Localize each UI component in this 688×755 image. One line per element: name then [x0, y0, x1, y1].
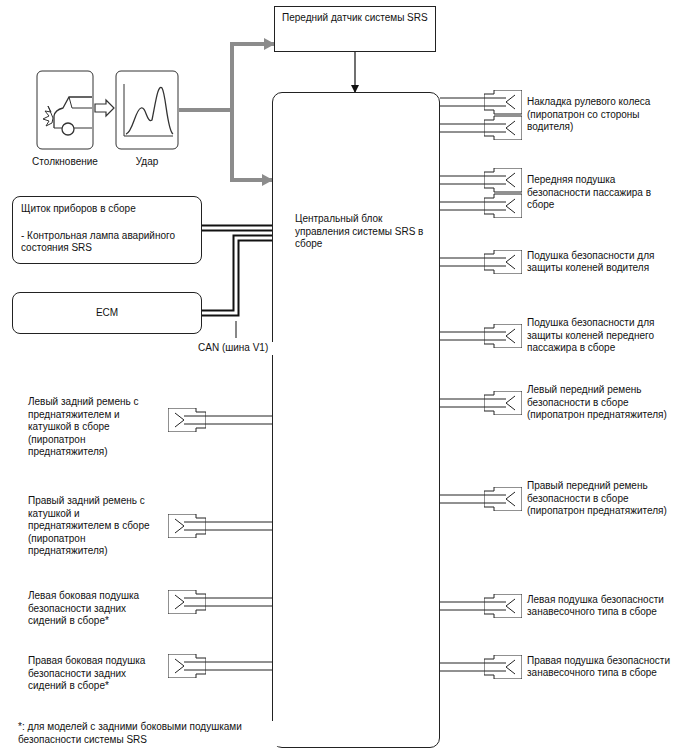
box-title: Центральный блок управления системы SRS … [295, 213, 425, 251]
impact-graph [115, 70, 179, 150]
module-label: Правая боковая подушка безопасности задн… [28, 655, 160, 693]
squib-wires [440, 258, 484, 266]
module-label: Левый передний ремень безопасности в сбо… [527, 384, 681, 422]
control-unit: Центральный блок управления системы SRS … [272, 92, 440, 748]
component-box: Щиток приборов в сборе - Контрольная ламп… [12, 196, 202, 264]
step-caption: Удар [110, 156, 184, 169]
module-label: Подушка безопасности для защиты коленей … [527, 250, 681, 275]
module-label: Правый задний ремень с катушкой и предна… [28, 495, 160, 558]
squib-wires [440, 98, 484, 132]
squib-connector [168, 514, 206, 538]
squib-wires [440, 176, 484, 210]
airbag-module: Правый задний ремень с катушкой и предна… [28, 495, 208, 558]
module-label: Левый задний ремень с преднатяжителем и … [28, 396, 160, 459]
squib-wires [440, 332, 484, 340]
box-note: - Контрольная лампа аварийного состояния… [21, 230, 193, 255]
airbag-module: Левая подушка безопасности занавесочного… [484, 594, 684, 619]
squib-wires [206, 522, 272, 530]
bus-label: CAN (шина V1) [198, 342, 298, 355]
sensor-arrow [355, 52, 356, 92]
squib-connector [484, 90, 522, 140]
squib-wires [440, 495, 484, 503]
footnote: *: для моделей с задними боковыми подушк… [18, 721, 280, 746]
step-caption: Столкновение [28, 156, 102, 169]
component-box: ECM [12, 292, 202, 334]
module-label: Подушка безопасности для защиты коленей … [527, 317, 681, 355]
module-label: Накладка рулевого колеса (пиропатрон со … [527, 96, 681, 134]
squib-connector [168, 654, 206, 678]
airbag-module: Левый задний ремень с преднатяжителем и … [28, 396, 208, 459]
leader-line [236, 321, 237, 338]
squib-connector [484, 487, 522, 511]
airbag-module: Левый передний ремень безопасности в сбо… [484, 384, 684, 422]
airbag-module: Правая подушка безопасности занавесочног… [484, 655, 684, 680]
squib-connector [484, 655, 522, 679]
module-label: Правый передний ремень безопасности в сб… [527, 480, 681, 518]
airbag-module: Правая боковая подушка безопасности задн… [28, 655, 208, 693]
can-bus [202, 238, 272, 313]
squib-wires [206, 416, 272, 424]
squib-connector [484, 594, 522, 618]
illustrated-step: Удар [110, 70, 184, 169]
box-title: Передний датчик системы SRS [282, 12, 428, 25]
box-title: ECM [96, 307, 118, 320]
squib-connector [484, 391, 522, 415]
squib-connector [484, 168, 522, 218]
squib-connector [484, 250, 522, 274]
airbag-module: Подушка безопасности для защиты коленей … [484, 250, 684, 275]
squib-connector [168, 408, 206, 432]
module-label: Передняя подушка безопасности пассажира … [527, 174, 681, 212]
squib-wires [206, 598, 272, 606]
squib-wires [206, 662, 272, 670]
squib-connector [484, 324, 522, 348]
component-box: Передний датчик системы SRS [274, 6, 436, 52]
airbag-module: Правый передний ремень безопасности в сб… [484, 480, 684, 518]
squib-wires [440, 663, 484, 671]
module-label: Левая боковая подушка безопасности задни… [28, 590, 160, 628]
impact-arrow [179, 110, 272, 180]
flow-arrow [95, 100, 114, 116]
collision-illustration [36, 70, 94, 150]
module-label: Правая подушка безопасности занавесочног… [527, 655, 681, 680]
squib-connector [168, 590, 206, 614]
airbag-module: Подушка безопасности для защиты коленей … [484, 317, 684, 355]
box-title: Щиток приборов в сборе [21, 203, 193, 216]
squib-wires [440, 399, 484, 407]
airbag-module: Передняя подушка безопасности пассажира … [484, 168, 684, 218]
airbag-module: Накладка рулевого колеса (пиропатрон со … [484, 90, 684, 140]
illustrated-step: Столкновение [28, 70, 102, 169]
can-bus [202, 228, 272, 229]
module-label: Левая подушка безопасности занавесочного… [527, 594, 681, 619]
airbag-module: Левая боковая подушка безопасности задни… [28, 590, 208, 628]
squib-wires [440, 602, 484, 610]
impact-arrow [179, 44, 274, 110]
